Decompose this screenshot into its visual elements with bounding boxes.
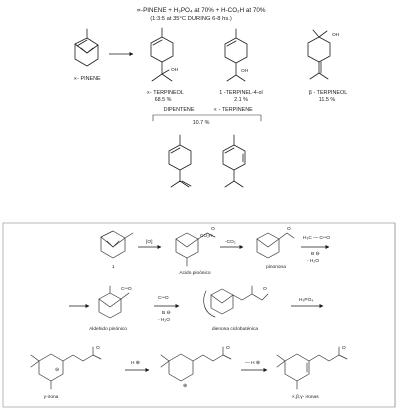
dienes-percent: 10.7 % [193, 120, 210, 126]
scheme-conditions: (1:3:5 at 35°C DURING 6-8 hs.) [150, 16, 232, 22]
aldehyde-label: Aldehido pinónico [89, 326, 127, 332]
alpha-terpineol-structure [150, 27, 174, 82]
lower-panel-border [2, 222, 396, 408]
pinonone-label: pinonona [266, 264, 286, 270]
pinonone-structure [256, 232, 295, 259]
cyclization-water-loss: - H₂O [158, 317, 170, 323]
alpha-terpinene-label: ∝ - TERPINENE [213, 107, 253, 113]
gamma-irone-label: γ-irona [44, 394, 59, 400]
cyclization-base: B ⊖ [162, 310, 171, 316]
alpha-terpineol-percent: 68.5 % [155, 97, 172, 103]
dienone-label: dienona ciclobuténica [212, 326, 258, 332]
pinene-start-structure [100, 230, 134, 259]
aldehyde-cho: C═O [121, 286, 132, 292]
acid-reagent: H₃PO₄ [299, 297, 313, 303]
terpinen-4-ol-oh: OH [241, 68, 249, 74]
deprotonation-reagent: — H ⊕ [245, 360, 260, 366]
alpha-pinene-structure [74, 28, 99, 67]
alpha-terpineol-oh: OH [171, 67, 179, 73]
pinonic-aldehyde-structure [98, 285, 130, 319]
carbocation-intermediate-structure [160, 346, 232, 382]
pinonic-acid-oxygen: O [211, 226, 215, 232]
cyclization-reagent: C═O [158, 295, 169, 301]
terpinen-4-ol-label: 1 -TERPINEL-4-ol [219, 90, 262, 96]
cyclobutenone-dienone-structure [203, 285, 269, 318]
terpinen-4-ol-percent: 2.1 % [234, 97, 248, 103]
carbocation-charge: ⊕ [183, 383, 187, 389]
terpinen-4-ol-structure [224, 28, 248, 82]
pinonic-acid-structure [175, 232, 216, 267]
irone-mixture-label: ∝,β,γ- ironas [291, 394, 319, 400]
pinonic-acid-label: Acido pinónico [179, 270, 211, 276]
beta-terpineol-label: β - TERPINEOL [309, 90, 347, 96]
decarboxylation-reagent: -CO₂ [225, 239, 236, 245]
alpha-terpinene-structure [222, 134, 246, 188]
irone-mixture-oxygen: O [342, 345, 346, 351]
alpha-terpineol-label: ∝- TERPINEOL [146, 90, 184, 96]
gamma-irone-charge: ⊖ [55, 367, 59, 373]
acetyl-base: B ⊖ [311, 251, 320, 257]
dienone-oxygen: O [263, 286, 267, 292]
dipentene-label: DIPENTENE [164, 107, 195, 113]
acetyl-water-loss: - H₂O [307, 258, 319, 264]
oxidation-reagent: [O] [146, 239, 152, 245]
acetyl-reagent: H₃C — C═O [303, 235, 330, 241]
irone-mixture-structure [276, 346, 348, 390]
gamma-irone-oxygen: O [96, 345, 100, 351]
beta-terpineol-oh: OH [332, 32, 340, 38]
scheme-title: ∝-PINENE + H₃PO₄ at 70% + H-CO₂H at 70% [137, 7, 266, 14]
gamma-irone-structure [30, 346, 102, 390]
protonation-reagent: H ⊕ [131, 360, 140, 366]
carbocation-oxygen: O [226, 345, 230, 351]
dienes-bracket [152, 114, 262, 122]
pinonone-oxygen: O [287, 226, 291, 232]
pinonic-acid-co2h: CO₂H [200, 233, 213, 239]
beta-terpineol-percent: 11.5 % [319, 97, 336, 103]
dipentene-structure [168, 134, 192, 188]
pinene-number: 1 [112, 264, 115, 270]
beta-terpineol-structure [307, 29, 331, 80]
alpha-pinene-label: ∝- PINENE [73, 76, 101, 82]
